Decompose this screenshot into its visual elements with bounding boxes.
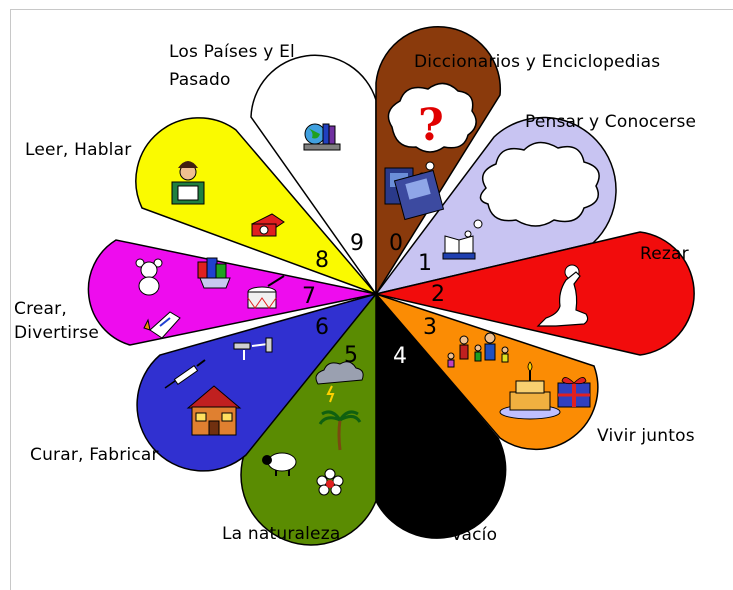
thought-cloud-icon (464, 141, 600, 238)
label-vivir-juntos[interactable]: Vivir juntos (597, 426, 695, 446)
gift-icon (557, 377, 591, 408)
teddy-bear-icon (135, 258, 163, 296)
question-thought-cloud-icon: ? (387, 82, 477, 180)
sector-number-9: 9 (350, 231, 364, 256)
flower-icon (316, 468, 344, 496)
syringe-icon (164, 359, 206, 389)
globe-books-icon (303, 123, 341, 151)
label-pensar[interactable]: Pensar y Conocerse (525, 112, 697, 132)
paint-pots-icon (197, 257, 231, 289)
frame-left-border (10, 9, 11, 590)
label-paises-pasado[interactable]: Los Países y El Pasado (169, 42, 295, 90)
sector-number-4: 4 (393, 344, 407, 369)
storm-cloud-icon (315, 361, 364, 403)
svg-text:?: ? (418, 100, 444, 151)
family-icon (447, 332, 509, 368)
label-curar-fabricar[interactable]: Curar, Fabricar (30, 445, 159, 465)
petal-9-countries-past[interactable] (250, 54, 377, 297)
sector-number-2: 2 (431, 282, 445, 307)
sector-number-5: 5 (344, 343, 358, 368)
sheep-icon (262, 452, 297, 476)
drum-icon (247, 275, 285, 309)
birthday-cake-icon (499, 361, 561, 420)
sector-number-7: 7 (302, 284, 316, 309)
petal-8-read-speak[interactable] (135, 117, 379, 296)
frame-top-border (10, 9, 733, 10)
telephone-icon (251, 213, 285, 237)
sector-number-1: 1 (418, 251, 432, 276)
palm-tree-icon (318, 410, 362, 451)
label-rezar[interactable]: Rezar (640, 244, 689, 264)
label-vacio[interactable]: Vacío (451, 525, 498, 545)
label-leer-hablar[interactable]: Leer, Hablar (25, 140, 132, 160)
sector-number-0: 0 (389, 231, 403, 256)
label-naturaleza[interactable]: La naturaleza (222, 524, 341, 544)
open-book-icon (442, 235, 476, 260)
label-diccionarios[interactable]: Diccionarios y Enciclopedias (414, 52, 661, 72)
label-crear-divertirse[interactable]: Crear, Divertirse (14, 299, 100, 343)
house-icon (186, 385, 242, 436)
computer-icon (384, 167, 445, 221)
sector-number-3: 3 (423, 315, 437, 340)
sector-number-8: 8 (315, 248, 329, 273)
sector-number-6: 6 (315, 315, 329, 340)
petal-2-pray[interactable] (375, 231, 695, 356)
reader-icon (171, 161, 205, 205)
tools-icon (233, 337, 273, 360)
petal-4-empty[interactable] (375, 291, 507, 539)
rocket-icon (143, 311, 181, 339)
praying-person-icon (536, 264, 589, 327)
